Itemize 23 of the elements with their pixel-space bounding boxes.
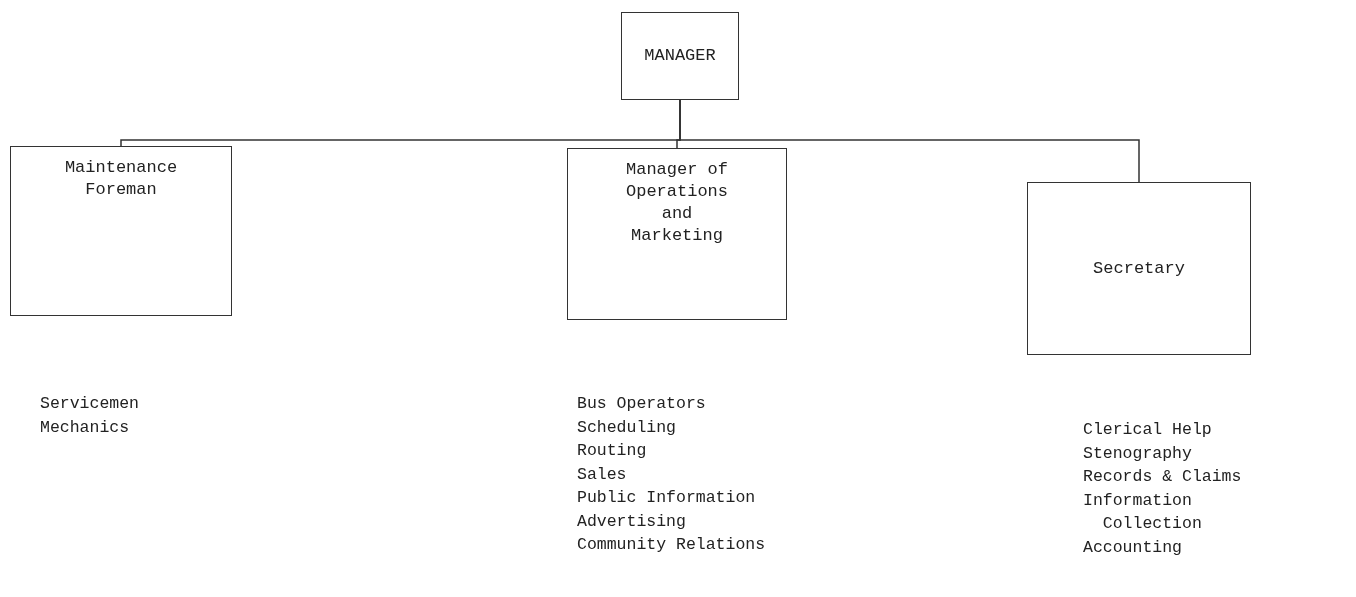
org-box (10, 146, 232, 316)
duty-item: Advertising (577, 510, 687, 533)
role-title: Manager of Operations and Marketing (625, 159, 729, 247)
duty-item: Information Collection (1083, 489, 1203, 535)
org-box (1027, 182, 1251, 355)
duty-item: Servicemen (40, 393, 141, 415)
duty-item: Scheduling (577, 416, 678, 439)
org-box (621, 12, 739, 100)
connector-line (679, 99, 1140, 183)
duty-item: Mechanics (40, 416, 131, 439)
role-title: Secretary (1093, 257, 1185, 280)
duty-item: Records & Claims (1083, 466, 1243, 488)
duty-item: Routing (577, 440, 648, 462)
duty-item: Public Information (577, 487, 757, 509)
duty-item: Bus Operators (577, 393, 707, 415)
duty-item: Sales (577, 463, 628, 486)
duty-item: Clerical Help (1083, 419, 1213, 441)
duty-item: Accounting (1083, 536, 1184, 559)
role-title: MANAGER (644, 45, 716, 67)
role-title: Maintenance Foreman (63, 157, 179, 201)
duty-item: Community Relations (577, 534, 767, 556)
duty-item: Stenography (1083, 442, 1193, 465)
org-box (567, 148, 787, 320)
